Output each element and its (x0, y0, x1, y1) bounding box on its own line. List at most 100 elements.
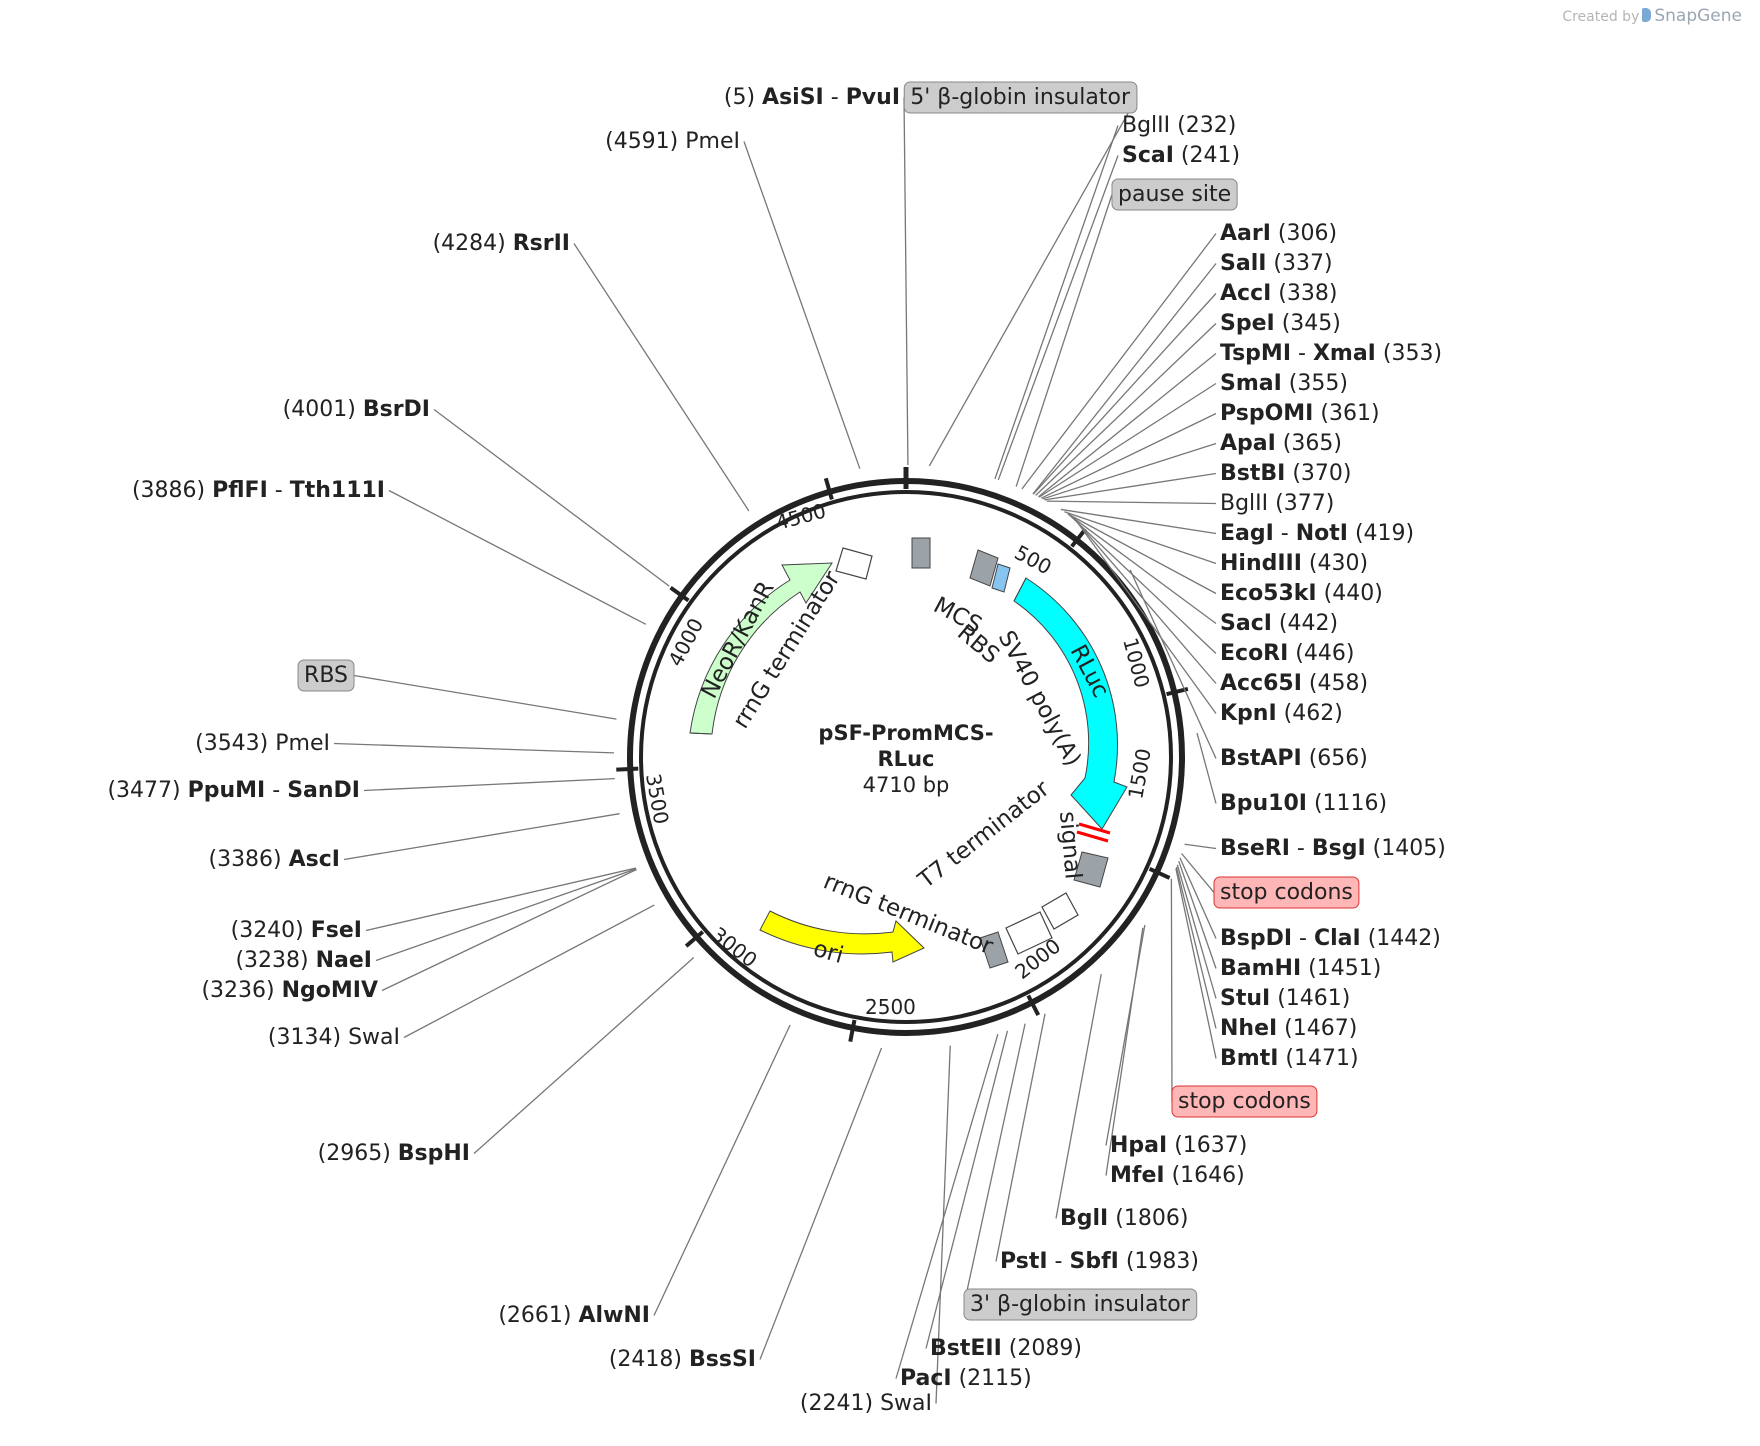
feature-tag-pause-site: pause site (1111, 178, 1238, 211)
leader-line (1184, 843, 1217, 850)
enzyme-name: SmaI (1220, 371, 1282, 396)
enzyme-name: KpnI (1220, 701, 1277, 726)
feature-tag-text: 3' β-globin insulator (970, 1292, 1191, 1317)
site-label-text: (3886) PflFI - Tth111I (132, 478, 385, 503)
site-label-scai: ScaI (241) (1122, 143, 1240, 168)
leader-line (1176, 864, 1217, 999)
site-label-text: HpaI (1637) (1110, 1133, 1247, 1158)
enzyme-position: (353) (1376, 341, 1442, 366)
leader-line (895, 1033, 999, 1379)
site-label-text: (4591) PmeI (605, 129, 740, 154)
site-label-text: ApaI (365) (1220, 431, 1342, 456)
site-label-sali: SalI (337) (1220, 251, 1333, 276)
site-label-nhei: NheI (1467) (1220, 1016, 1357, 1041)
site-label-text: EagI - NotI (419) (1220, 521, 1414, 546)
enzyme-position: (2965) (318, 1141, 398, 1166)
enzyme-name-2: SanDI (287, 778, 360, 803)
site-label-pspomi: PspOMI (361) (1220, 401, 1380, 426)
tick-mark (669, 586, 690, 603)
site-label-text: TspMI - XmaI (353) (1220, 341, 1442, 366)
leader-line (994, 125, 1119, 480)
site-label-text: (2965) BspHI (318, 1141, 470, 1166)
site-label-text: NheI (1467) (1220, 1016, 1357, 1041)
enzyme-name-2: SbfI (1069, 1249, 1118, 1274)
leader-line (473, 957, 695, 1154)
feature-tag-stop-codons: stop codons (1213, 876, 1360, 909)
site-label-hindiii: HindIII (430) (1220, 551, 1368, 576)
leader-line (1035, 323, 1217, 496)
backbone-inner-ring (639, 490, 1173, 1024)
ori-feature-arrow (759, 910, 925, 963)
enzyme-name: BssSI (689, 1347, 756, 1372)
enzyme-name: AscI (289, 847, 340, 872)
leader-line (1040, 412, 1217, 499)
site-label-acci: AccI (338) (1220, 281, 1337, 306)
site-label-text: ScaI (241) (1122, 143, 1240, 168)
site-label-aari: AarI (306) (1220, 221, 1337, 246)
enzyme-position: (345) (1275, 311, 1341, 336)
site-label-text: SalI (337) (1220, 251, 1333, 276)
tick-mark (823, 477, 834, 501)
enzyme-name: BglII (1220, 491, 1268, 516)
site-label-text: (3236) NgoMIV (201, 978, 378, 1003)
site-label-naei: (3238) NaeI (235, 948, 372, 973)
site-label-text: Bpu10I (1116) (1220, 791, 1387, 816)
leader-line (1064, 511, 1217, 565)
enzyme-name-2: PvuI (846, 85, 900, 110)
leader-line (653, 1024, 791, 1316)
enzyme-position: (1471) (1278, 1046, 1358, 1071)
enzyme-position: (1442) (1361, 926, 1441, 951)
site-label-text: HindIII (430) (1220, 551, 1368, 576)
tick-label-2500: 2500 (865, 995, 916, 1019)
feature-label-signal: signal (1054, 810, 1086, 880)
leader-line (573, 243, 750, 512)
tick-label-3000: 3000 (707, 922, 762, 972)
leader-line (1067, 513, 1217, 625)
enzyme-name: BsrDI (363, 397, 430, 422)
site-label-saci: SacI (442) (1220, 611, 1338, 636)
feature-tag-5-globin-insulator: 5' β-globin insulator (903, 81, 1138, 114)
site-label-mfei: MfeI (1646) (1110, 1163, 1245, 1188)
site-label-text: SpeI (345) (1220, 311, 1341, 336)
enzyme-position: (1461) (1270, 986, 1350, 1011)
enzyme-position: (1451) (1301, 956, 1381, 981)
leader-line (928, 97, 1138, 467)
enzyme-name-2: XmaI (1313, 341, 1376, 366)
leader-line (1069, 514, 1217, 654)
tick-mark (1026, 994, 1041, 1016)
enzyme-position: (4001) (283, 397, 363, 422)
mcs-box (911, 537, 931, 569)
leader-line (1179, 857, 1217, 939)
site-label-swai: (3134) SwaI (268, 1025, 400, 1050)
site-label-bseri: BseRI - BsgI (1405) (1220, 836, 1446, 861)
leader-line (381, 868, 637, 992)
site-label-text: AarI (306) (1220, 221, 1337, 246)
tick-marks (616, 467, 1189, 1042)
enzyme-name: BstAPI (1220, 746, 1302, 771)
tick-label-1000: 1000 (1118, 635, 1154, 690)
site-label-tspmi: TspMI - XmaI (353) (1220, 341, 1442, 366)
tick-label-4500: 4500 (773, 498, 828, 534)
site-label-bglii: BglII (377) (1220, 491, 1334, 516)
enzyme-position: (440) (1317, 581, 1383, 606)
enzyme-name: NaeI (316, 948, 372, 973)
site-label-text: AccI (338) (1220, 281, 1337, 306)
site-label-text: BglII (232) (1122, 113, 1236, 138)
leader-line (1181, 853, 1215, 893)
site-label-bglii: BglII (232) (1122, 113, 1236, 138)
site-label-bpu10i: Bpu10I (1116) (1220, 791, 1387, 816)
site-label-ecori: EcoRI (446) (1220, 641, 1354, 666)
tick-mark (1148, 866, 1171, 880)
enzyme-position: (446) (1288, 641, 1354, 666)
site-label-text: (3240) FseI (231, 918, 362, 943)
feature-tag-text: stop codons (1178, 1089, 1311, 1114)
rrng-terminator-lower-box (1005, 911, 1053, 955)
enzyme-name: FseI (311, 918, 362, 943)
site-label-pmei: (4591) PmeI (605, 129, 740, 154)
enzyme-name: PmeI (275, 731, 330, 756)
feature-tag-box (297, 659, 355, 692)
enzyme-position: (365) (1276, 431, 1342, 456)
site-label-text: (3543) PmeI (195, 731, 330, 756)
site-label-apai: ApaI (365) (1220, 431, 1342, 456)
